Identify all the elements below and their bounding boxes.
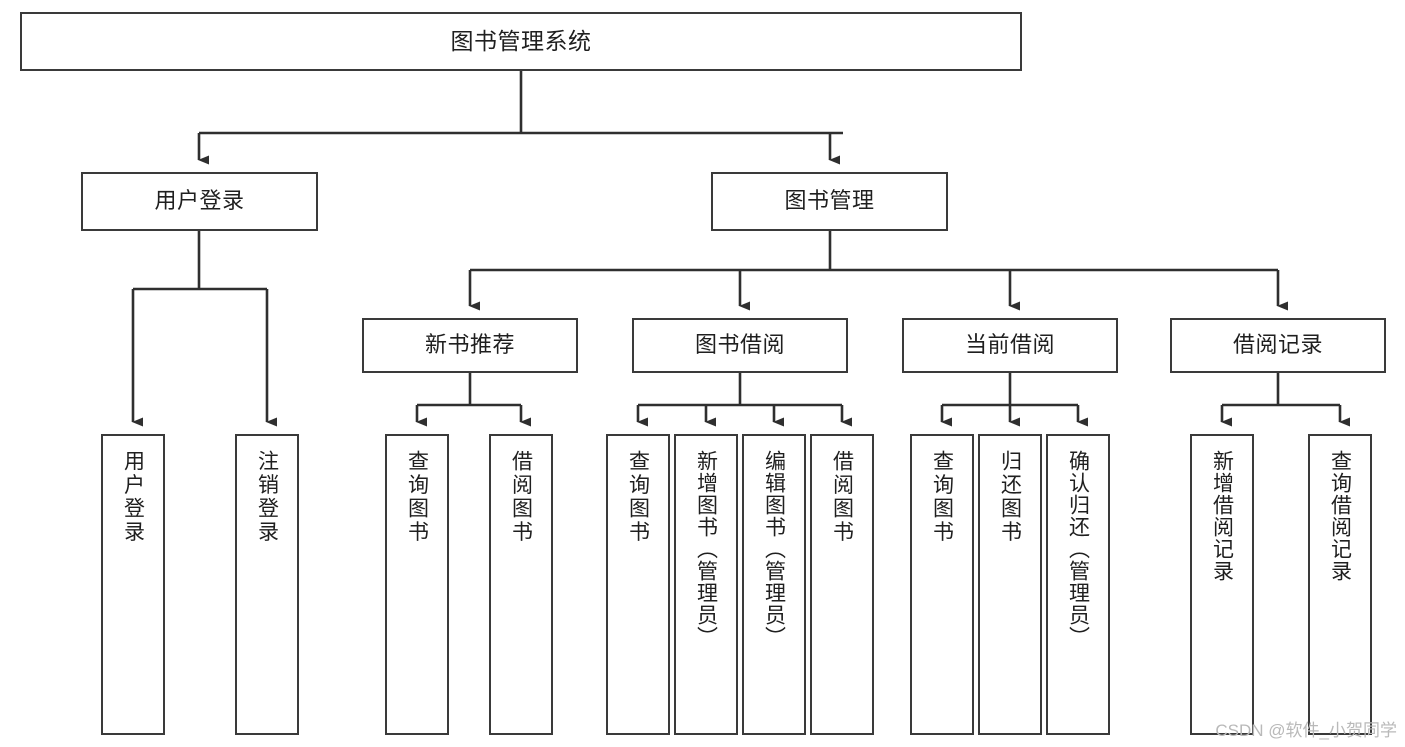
leaf-query-borrow-record[interactable]: 查询借阅记录	[1308, 434, 1372, 735]
leaf-borrow-book[interactable]: 借阅图书	[810, 434, 874, 735]
node-borrow-record[interactable]: 借阅记录	[1170, 318, 1386, 373]
node-label: 图书借阅	[694, 332, 785, 358]
leaf-edit-book-admin[interactable]: 编辑图书（管理员）	[742, 434, 806, 735]
leaf-confirm-return-admin[interactable]: 确认归还（管理员）	[1046, 434, 1110, 735]
node-new-book-recommend[interactable]: 新书推荐	[362, 318, 578, 373]
node-label: 用户登录	[154, 188, 245, 214]
node-label: 归还图书	[998, 450, 1022, 544]
node-label: 新增图书（管理员）	[694, 450, 718, 648]
leaf-add-book-admin[interactable]: 新增图书（管理员）	[674, 434, 738, 735]
node-label: 查询借阅记录	[1328, 450, 1352, 582]
node-book-borrow[interactable]: 图书借阅	[632, 318, 848, 373]
node-label: 用户登录	[121, 450, 145, 544]
node-user-login[interactable]: 用户登录	[81, 172, 318, 231]
node-label: 注销登录	[255, 450, 279, 544]
csdn-watermark: CSDN @软件_小贺同学	[1215, 721, 1397, 740]
node-root-system[interactable]: 图书管理系统	[20, 12, 1022, 71]
node-label: 查询图书	[626, 450, 650, 544]
node-label: 借阅图书	[509, 450, 533, 544]
leaf-query-book-current[interactable]: 查询图书	[910, 434, 974, 735]
leaf-query-book-borrow[interactable]: 查询图书	[606, 434, 670, 735]
leaf-add-borrow-record[interactable]: 新增借阅记录	[1190, 434, 1254, 735]
leaf-borrow-book-recommend[interactable]: 借阅图书	[489, 434, 553, 735]
node-book-management[interactable]: 图书管理	[711, 172, 948, 231]
leaf-return-book[interactable]: 归还图书	[978, 434, 1042, 735]
node-label: 借阅记录	[1232, 332, 1323, 358]
node-label: 借阅图书	[830, 450, 854, 544]
leaf-logout[interactable]: 注销登录	[235, 434, 299, 735]
node-label: 当前借阅	[964, 332, 1055, 358]
node-label: 新书推荐	[424, 332, 515, 358]
leaf-user-login[interactable]: 用户登录	[101, 434, 165, 735]
node-label: 确认归还（管理员）	[1066, 450, 1090, 648]
node-label: 新增借阅记录	[1210, 450, 1234, 582]
node-label: 编辑图书（管理员）	[762, 450, 786, 648]
node-current-borrow[interactable]: 当前借阅	[902, 318, 1118, 373]
node-label: 查询图书	[930, 450, 954, 544]
node-label: 图书管理	[784, 188, 875, 214]
leaf-query-book-recommend[interactable]: 查询图书	[385, 434, 449, 735]
node-label: 查询图书	[405, 450, 429, 544]
node-label: 图书管理系统	[450, 27, 592, 54]
